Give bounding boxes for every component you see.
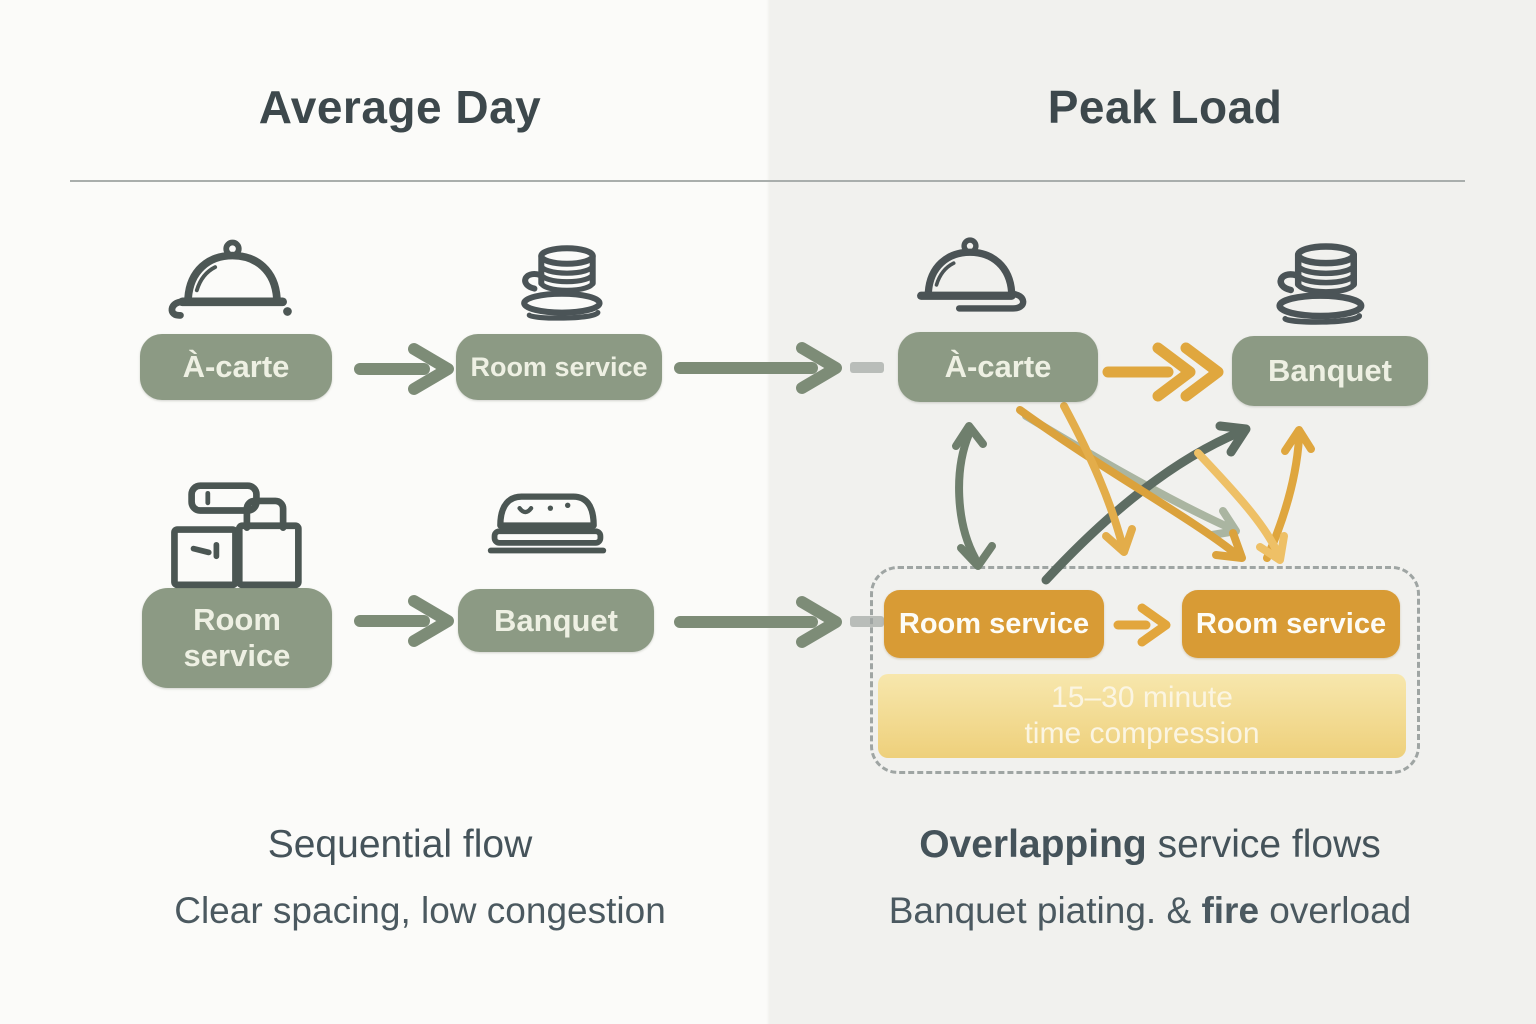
flow-box-label: À-carte [944, 349, 1052, 384]
double-arrow-right-icon [1102, 342, 1224, 402]
plates-stack-icon [521, 245, 603, 321]
flow-box-a-carte-left: À-carte [140, 334, 332, 400]
right-caption-line1: Overlapping service flows [810, 823, 1490, 867]
time-compression-line1: 15–30 minute [1051, 681, 1233, 714]
flow-box-label: Banquet [494, 602, 618, 638]
caption-pre: Banquet piating. & [888, 890, 1202, 931]
left-caption-line1: Sequential flow [267, 823, 533, 866]
caption-post: overload [1259, 890, 1412, 931]
right-caption-line2: Banquet piating. & fire overload [810, 890, 1490, 932]
crossing-arrows [952, 402, 1315, 585]
flow-box-room-service-left-row1: Room service [456, 334, 662, 400]
caption-rest: service flows [1146, 823, 1381, 866]
flow-box-room-service-right-2: Room service [1182, 590, 1400, 658]
boxes-stack-icon [171, 482, 302, 589]
arrow-right-long-icon [674, 596, 842, 648]
flow-box-label: Room service [1195, 607, 1387, 640]
cloche-icon [168, 239, 292, 319]
header-divider [70, 180, 1465, 182]
cake-tray-icon [487, 493, 607, 554]
flow-box-label-line1: Room [193, 602, 281, 638]
flow-box-room-service-right-1: Room service [884, 590, 1104, 658]
caption-bold: Overlapping [919, 823, 1147, 866]
flow-box-banquet-left: Banquet [458, 589, 654, 652]
flow-box-banquet-right: Banquet [1232, 336, 1428, 406]
arrow-right-icon [354, 343, 454, 395]
right-column-title: Peak Load [1047, 81, 1283, 133]
connector-dash [850, 616, 884, 627]
time-compression-line2: time compression [1024, 717, 1260, 750]
arrow-right-icon [354, 595, 454, 647]
flow-box-label: Room service [470, 351, 648, 382]
caption-bold: fire [1201, 890, 1260, 931]
flow-box-room-service-left-row2: Room service [142, 588, 332, 688]
connector-dash [850, 362, 884, 373]
flow-box-a-carte-right: À-carte [898, 332, 1098, 402]
time-compression-banner: 15–30 minute time compression [878, 674, 1406, 758]
left-column-title: Average Day [258, 81, 542, 133]
left-caption-line2: Clear spacing, low congestion [174, 890, 666, 931]
arrow-right-icon [1113, 603, 1171, 647]
time-compression-container [870, 566, 1420, 774]
cloche-icon [917, 237, 1027, 312]
flow-box-label: Room service [898, 607, 1090, 640]
arrow-right-long-icon [674, 342, 842, 394]
flow-box-label-line2: service [183, 638, 291, 673]
plates-stack-icon [1276, 243, 1365, 325]
flow-box-label: Banquet [1268, 353, 1392, 388]
flow-box-label: À-carte [182, 349, 290, 384]
